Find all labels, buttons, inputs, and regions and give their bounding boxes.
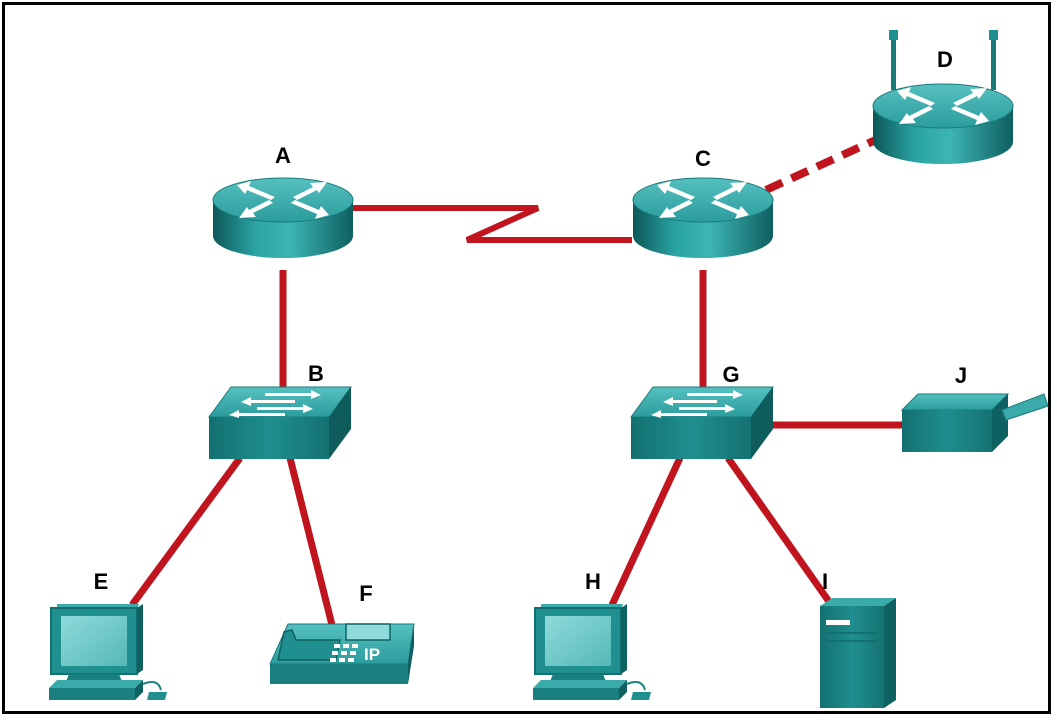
printer-icon: [900, 393, 1049, 452]
device-label-g: G: [722, 362, 739, 387]
device-label-j: J: [955, 363, 967, 388]
router-icon: [212, 177, 354, 259]
device-g: G: [630, 362, 774, 460]
device-c: C: [632, 146, 774, 259]
switch-icon: [208, 386, 352, 460]
link-a-c-serial: [353, 205, 632, 243]
device-label-d: D: [937, 47, 953, 72]
device-i: I: [820, 569, 896, 708]
device-j: J: [900, 363, 1049, 452]
device-label-h: H: [585, 569, 601, 594]
link-b-e: [129, 455, 243, 608]
router-icon: [632, 177, 774, 259]
link-g-h: [608, 456, 684, 607]
device-label-f: F: [359, 581, 372, 606]
device-label-b: B: [308, 361, 324, 386]
device-f: IP F: [269, 581, 415, 684]
switch-icon: [630, 386, 774, 460]
server-icon: [820, 598, 896, 708]
device-a: A: [212, 143, 354, 259]
router-icon: [872, 83, 1014, 165]
link-g-i: [725, 455, 833, 606]
device-e: E: [48, 569, 168, 701]
pc-icon: [48, 603, 168, 701]
ip-badge-text: IP: [364, 645, 380, 664]
device-b: B: [208, 361, 352, 460]
device-label-i: I: [822, 569, 828, 594]
ip-phone-icon: IP: [269, 623, 415, 684]
device-h: H: [532, 569, 652, 701]
device-label-a: A: [275, 143, 291, 168]
link-b-f: [286, 457, 336, 626]
link-c-d-wireless: [764, 134, 882, 194]
device-d: D: [872, 30, 1014, 165]
wireless-router-icon: [872, 30, 1014, 165]
device-label-c: C: [695, 146, 711, 171]
pc-icon: [532, 603, 652, 701]
links: [129, 134, 902, 626]
device-label-e: E: [94, 569, 109, 594]
